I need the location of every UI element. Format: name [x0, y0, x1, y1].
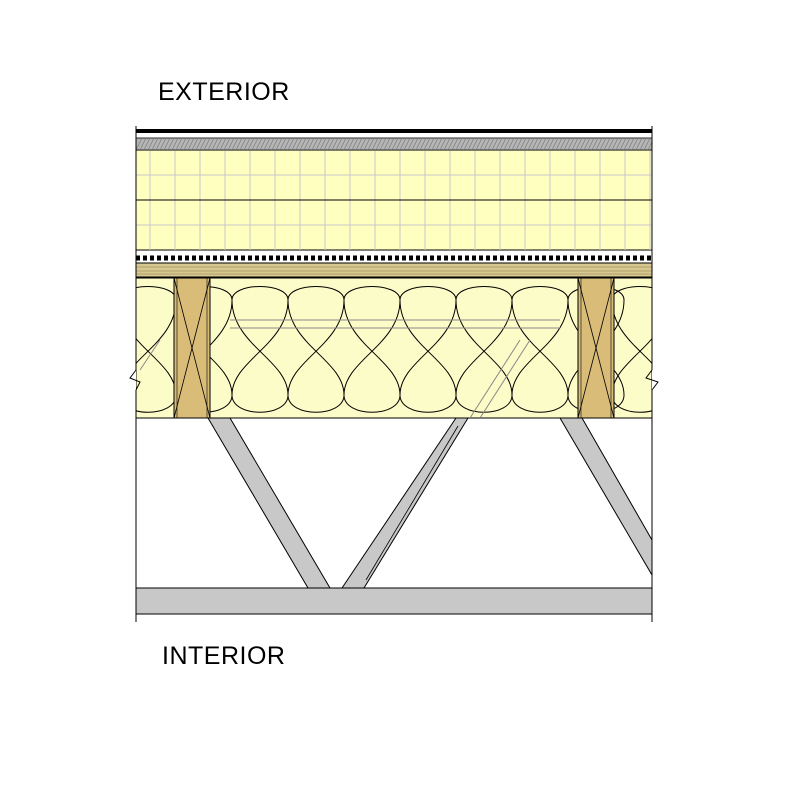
wood-studs [173, 277, 615, 419]
truss-web [341, 417, 469, 589]
sheathing [136, 262, 652, 278]
truss-bottom-chord [136, 587, 652, 615]
batt-loop [399, 286, 457, 413]
batt-insulation [136, 277, 652, 419]
truss-web [559, 417, 652, 576]
batt-loop [231, 286, 289, 413]
interior-label: INTERIOR [162, 642, 286, 670]
sheathing-grain [136, 266, 652, 275]
batt-loop [136, 286, 177, 413]
batt-loop [287, 286, 345, 413]
batt-loop [455, 286, 513, 413]
truss-web-hidden [139, 319, 560, 418]
cover-board-hatch [136, 137, 652, 151]
batt-loop [343, 286, 401, 413]
truss-web [207, 417, 331, 589]
section-boundary [129, 126, 659, 622]
batt-loop [511, 286, 569, 413]
steel-truss [207, 417, 652, 589]
exterior-label: EXTERIOR [158, 78, 290, 106]
